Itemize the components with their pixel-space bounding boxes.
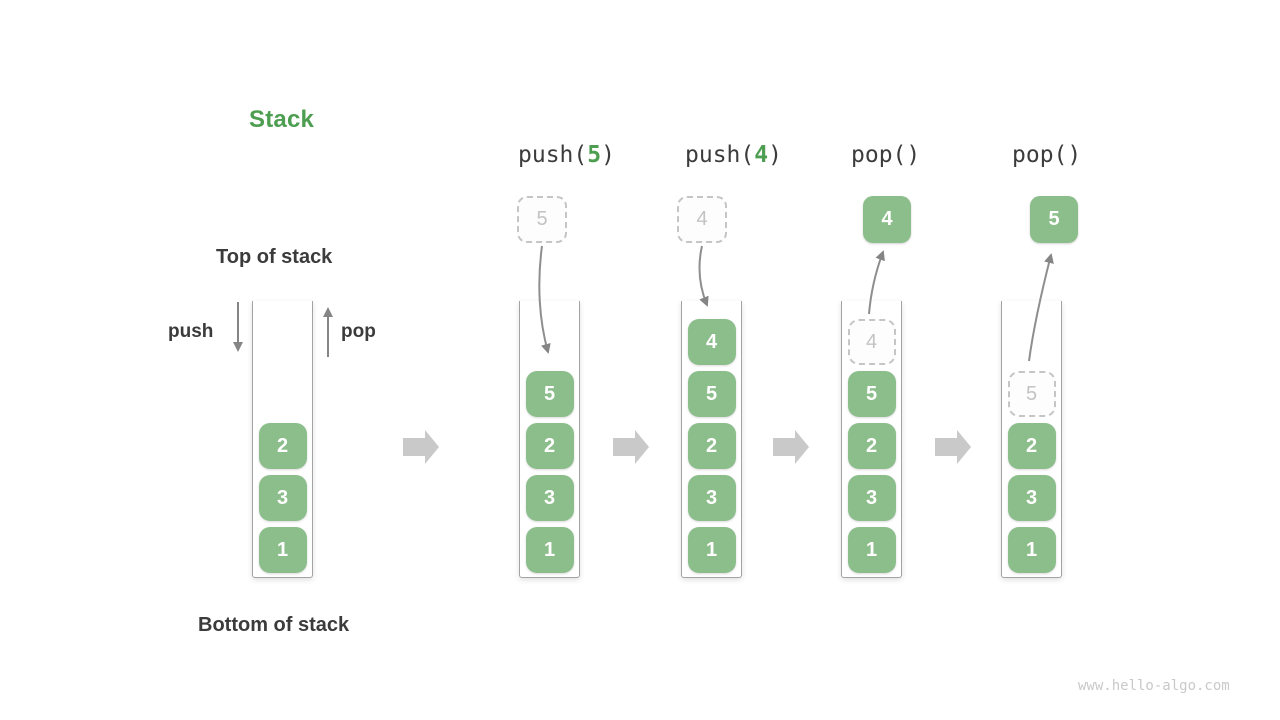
push-direction-label: push: [168, 321, 214, 342]
stack-ghost-cell: 5: [1007, 371, 1056, 417]
stack-cell: 3: [687, 475, 736, 521]
stack-cell: 1: [687, 527, 736, 573]
stack-initial: 2 3 1: [252, 301, 313, 578]
stack-cell: 5: [525, 371, 574, 417]
op-arg: 4: [754, 142, 769, 168]
popped-value-box: 4: [863, 196, 911, 243]
stack-cell: 1: [258, 527, 307, 573]
stack-cell: 3: [847, 475, 896, 521]
stack-cell: 5: [687, 371, 736, 417]
op-prefix: push(: [685, 142, 755, 168]
stack-cell: 4: [687, 319, 736, 365]
stack-cell: 1: [847, 527, 896, 573]
op-prefix: pop(: [1012, 142, 1068, 168]
pop-direction-label: pop: [341, 321, 376, 342]
op-label-push-4: push(4): [685, 142, 782, 168]
op-suffix: ): [906, 142, 921, 168]
stack-ghost-cell: 4: [847, 319, 896, 365]
stack-after-pop-2: 5 2 3 1: [1001, 301, 1062, 578]
stack-cell: 2: [847, 423, 896, 469]
stack-cell: 2: [1007, 423, 1056, 469]
step-arrow-icon: [773, 430, 809, 464]
stack-cell: 2: [258, 423, 307, 469]
op-prefix: pop(: [851, 142, 907, 168]
bottom-of-stack-label: Bottom of stack: [198, 614, 350, 636]
stack-cell: 2: [525, 423, 574, 469]
stack-cell: 3: [525, 475, 574, 521]
op-suffix: ): [1067, 142, 1082, 168]
op-arg: 5: [587, 142, 602, 168]
watermark: www.hello-algo.com: [1078, 678, 1230, 694]
top-of-stack-label: Top of stack: [216, 246, 333, 268]
stack-cell: 3: [258, 475, 307, 521]
step-arrow-icon: [935, 430, 971, 464]
stack-cell: 3: [1007, 475, 1056, 521]
stack-after-push-5: 5 2 3 1: [519, 301, 580, 578]
stack-after-pop-1: 4 5 2 3 1: [841, 301, 902, 578]
step-arrow-icon: [613, 430, 649, 464]
diagram-title: Stack: [249, 106, 315, 133]
pushed-value-ghost-box: 5: [517, 196, 567, 243]
stack-cell: 1: [1007, 527, 1056, 573]
op-label-pop-1: pop(): [851, 142, 920, 168]
popped-value-box: 5: [1030, 196, 1078, 243]
pushed-value-ghost-box: 4: [677, 196, 727, 243]
op-label-pop-2: pop(): [1012, 142, 1081, 168]
step-arrow-icon: [403, 430, 439, 464]
push-4-flow-arrow-icon: [698, 245, 709, 307]
stack-cell: 2: [687, 423, 736, 469]
op-label-push-5: push(5): [518, 142, 615, 168]
op-suffix: ): [601, 142, 615, 168]
stack-after-push-4: 4 5 2 3 1: [681, 301, 742, 578]
stack-cell: 5: [847, 371, 896, 417]
stack-cell: 1: [525, 527, 574, 573]
op-prefix: push(: [518, 142, 588, 168]
op-suffix: ): [768, 142, 782, 168]
